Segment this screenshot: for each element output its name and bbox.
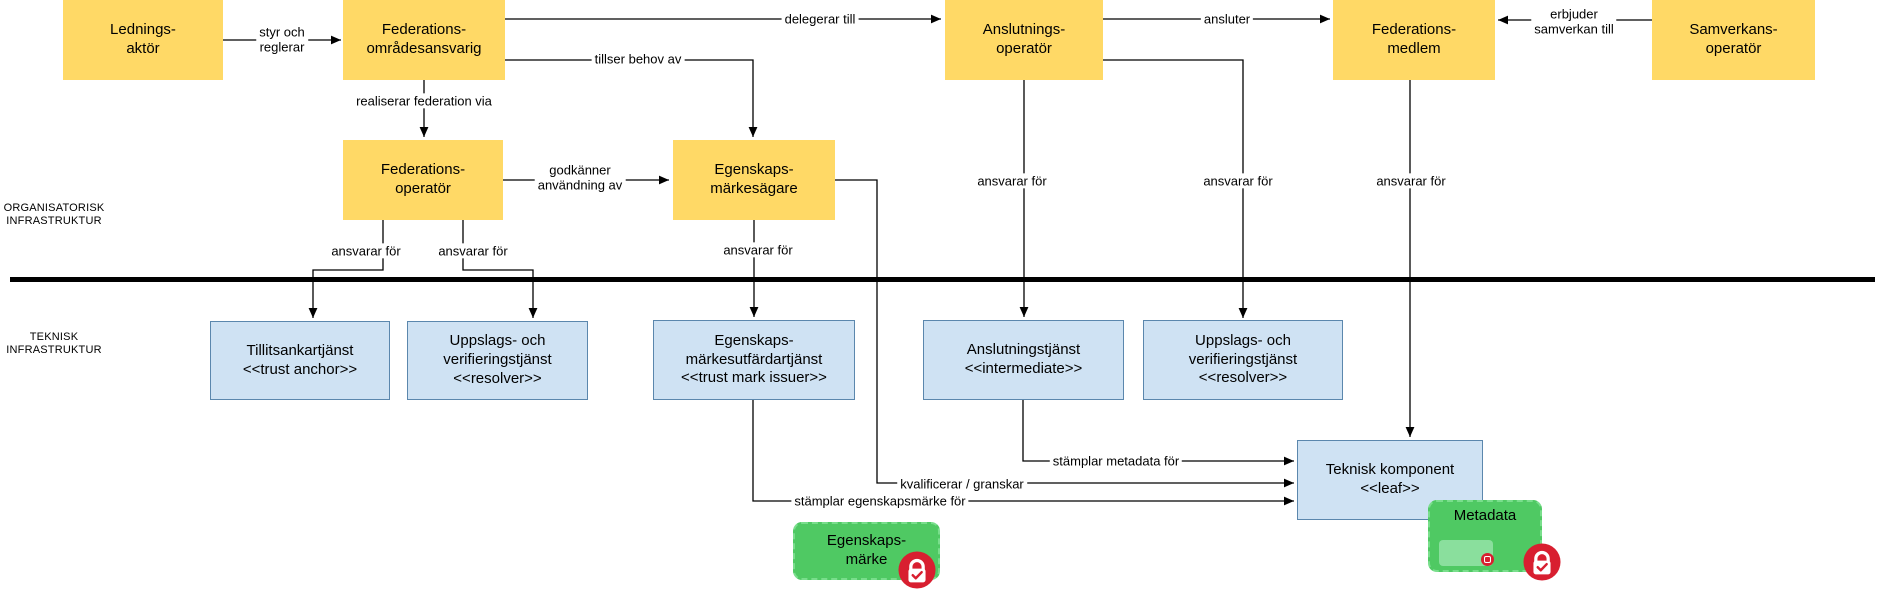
edge-stamplar-metadata-for <box>1022 400 1294 466</box>
node-label-line: verifieringstjänst <box>443 351 552 369</box>
node-label-line: verifieringstjänst <box>1188 350 1298 368</box>
node-label-line: aktör <box>126 40 160 57</box>
node-label-line: Egenskaps- <box>826 532 907 550</box>
node-teknisk-komponent: Teknisk komponent <<leaf>> <box>1297 440 1483 520</box>
node-label-line: märkesägare <box>710 180 798 197</box>
node-label-line: Anslutnings- <box>982 21 1066 39</box>
edge-label-ansvarar-for-5: ansvarar för <box>1200 173 1276 189</box>
section-label-line: ORGANISATORISK <box>3 202 105 214</box>
edge-ansvarar-for-uppslags-1 <box>462 218 538 318</box>
node-label-line: Lednings- <box>110 21 176 39</box>
edge-label-ansvarar-for-2: ansvarar för <box>435 243 511 259</box>
node-federations-omradesansvarig: Federations- områdesansvarig <box>343 0 505 80</box>
edge-label-styr-och-reglerar: styr och reglerar <box>256 24 308 56</box>
node-label-line: operatör <box>996 40 1052 57</box>
node-stereotype: <<trust anchor>> <box>242 360 358 378</box>
edge-ansvarar-for-uppslags-2 <box>1103 59 1248 318</box>
edge-label-ansluter: ansluter <box>1200 11 1254 27</box>
node-anslutningstjanst: Anslutningstjänst <<intermediate>> <box>923 320 1124 400</box>
node-label-line: Samverkans- <box>1689 21 1778 39</box>
edge-kvalificerar-granskar <box>835 179 1294 488</box>
edge-label-realiserar-federation-via: realiserar federation via <box>353 93 495 109</box>
node-stereotype: <<intermediate>> <box>964 360 1083 377</box>
node-stereotype: <<resolver>> <box>453 369 542 387</box>
node-uppslags-verifieringstjanst-1: Uppslags- och verifieringstjänst <<resol… <box>407 321 588 400</box>
edge-label-line: godkänner <box>549 162 611 178</box>
node-egenskaps-markesagare: Egenskaps- märkesägare <box>673 140 835 220</box>
node-label-line: Metadata <box>1453 507 1517 524</box>
section-label-teknisk: TEKNISK INFRASTRUKTUR <box>0 331 110 357</box>
edge-label-erbjuder-samverkan-till: erbjuder samverkan till <box>1531 6 1617 38</box>
edge-label-ansvarar-for-1: ansvarar för <box>328 243 404 259</box>
edge-label-ansvarar-for-3: ansvarar för <box>720 242 796 258</box>
node-metadata: Metadata <box>1428 500 1561 581</box>
node-label-line: Teknisk komponent <box>1325 461 1455 479</box>
node-label-line: Federations- <box>380 161 466 179</box>
node-federations-medlem: Federations- medlem <box>1333 0 1495 80</box>
node-label-line: Uppslags- och <box>1195 331 1291 349</box>
section-label-organisatorisk: ORGANISATORISK INFRASTRUKTUR <box>0 202 110 228</box>
node-lednings-aktor: Lednings- aktör <box>63 0 223 80</box>
node-label-line: Egenskaps- <box>714 331 794 349</box>
node-stereotype: <<leaf>> <box>1360 480 1420 497</box>
node-federations-operator: Federations- operatör <box>343 140 503 220</box>
mini-seal-badge-icon <box>1481 553 1494 566</box>
seal-lock-icon <box>1523 543 1561 581</box>
seal-lock-icon <box>898 551 936 589</box>
node-label-line: Federations- <box>381 21 467 39</box>
node-label-line: Tillitsankartjänst <box>246 341 354 359</box>
edge-stamplar-egenskapsmarke-for <box>752 400 1294 506</box>
edge-label-stamplar-metadata-for: stämplar metadata för <box>1049 453 1183 469</box>
node-label-line: märke <box>845 551 888 568</box>
edge-label-ansvarar-for-6: ansvarar för <box>1373 173 1449 189</box>
edge-label-godkanner-anvandning-av: godkänner användning av <box>534 162 626 194</box>
node-egenskaps-markesutfardartjanst: Egenskaps- märkesutfärdartjänst <<trust … <box>653 320 855 400</box>
edge-label-kvalificerar-granskar: kvalificerar / granskar <box>897 476 1027 492</box>
node-label-line: Anslutningstjänst <box>966 341 1081 359</box>
edge-tillser-behov-av <box>505 59 758 137</box>
edge-label-stamplar-egenskapsmarke-for: stämplar egenskapsmärke för <box>791 493 969 509</box>
node-stereotype: <<trust mark issuer>> <box>681 369 827 387</box>
node-label-line: medlem <box>1387 40 1441 57</box>
node-label-line: Federations- <box>1371 21 1457 39</box>
edge-label-delegerar-till: delegerar till <box>781 11 859 27</box>
node-uppslags-verifieringstjanst-2: Uppslags- och verifieringstjänst <<resol… <box>1143 320 1343 400</box>
edge-label-tillser-behov-av: tillser behov av <box>591 51 685 67</box>
node-label-line: Egenskaps- <box>714 161 794 179</box>
edge-label-line: samverkan till <box>1534 22 1614 37</box>
node-stereotype: <<resolver>> <box>1198 369 1288 387</box>
node-tillitsankartjanst: Tillitsankartjänst <<trust anchor>> <box>210 321 390 400</box>
node-label-line: operatör <box>1705 40 1762 57</box>
edge-ansvarar-for-tillitsankartjanst <box>308 218 384 318</box>
node-label-line: operatör <box>395 180 451 197</box>
node-samverkans-operator: Samverkans- operatör <box>1652 0 1815 80</box>
edge-label-line: reglerar <box>259 40 305 55</box>
section-label-line: INFRASTRUKTUR <box>6 214 102 227</box>
section-label-line: INFRASTRUKTUR <box>6 343 102 356</box>
node-label-line: märkesutfärdartjänst <box>685 350 823 368</box>
edge-label-line: erbjuder <box>1550 6 1598 22</box>
node-anslutnings-operator: Anslutnings- operatör <box>945 0 1103 80</box>
node-label-line: Uppslags- och <box>449 332 546 350</box>
edge-label-line: användning av <box>537 178 623 193</box>
node-egenskapsmarke: Egenskaps- märke <box>793 522 940 589</box>
node-label-line: områdesansvarig <box>366 40 482 57</box>
edge-label-line: styr och <box>259 24 305 40</box>
edge-label-ansvarar-for-4: ansvarar för <box>974 173 1050 189</box>
section-label-line: TEKNISK <box>29 331 79 343</box>
